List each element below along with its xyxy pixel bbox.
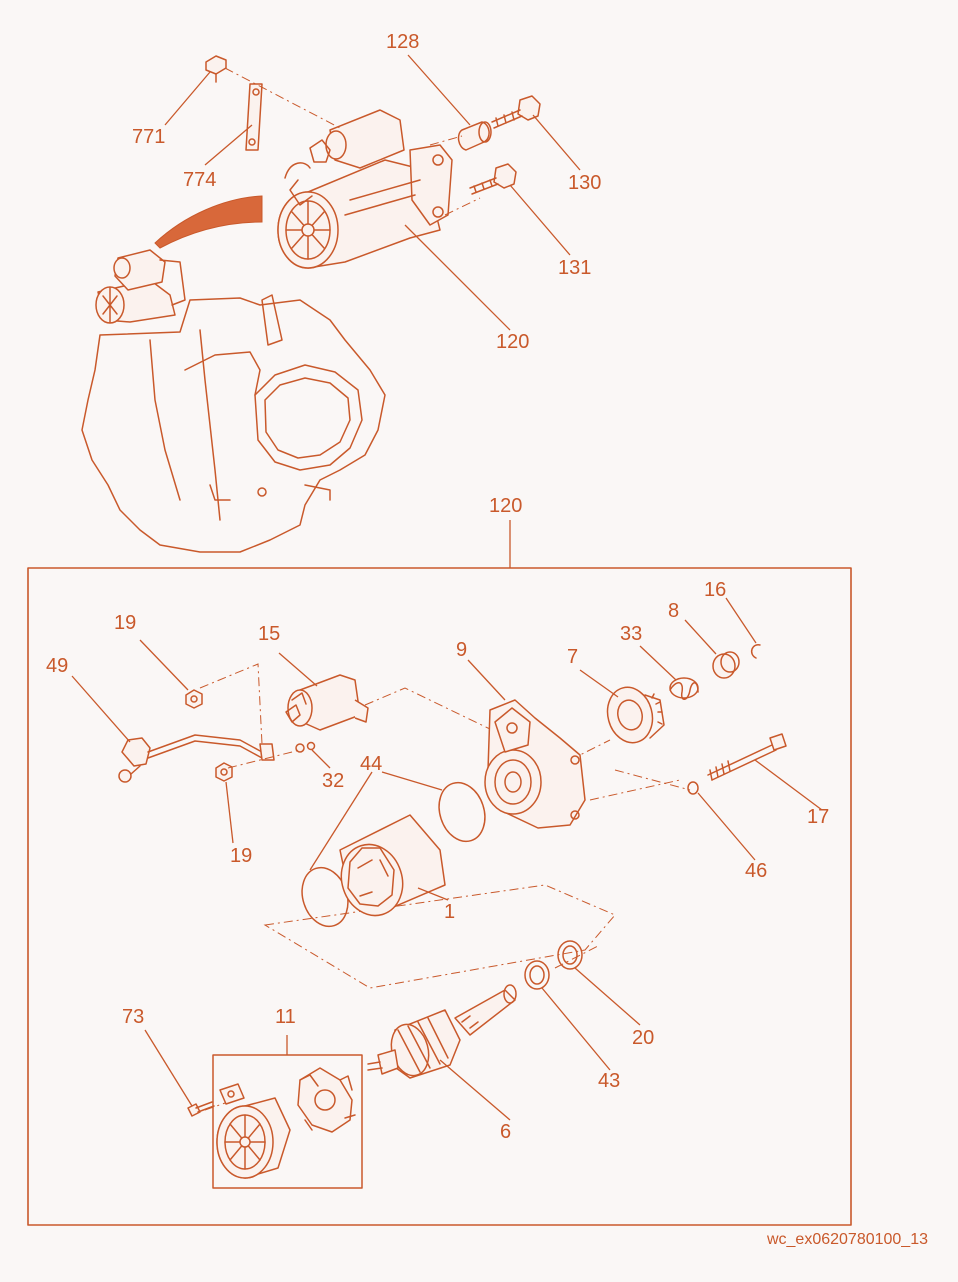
exploded-guide-lines xyxy=(199,663,691,1111)
armature-6 xyxy=(367,984,517,1079)
reference-code: wc_ex0620780100_13 xyxy=(766,1231,928,1248)
spring-33 xyxy=(669,677,699,700)
callout-44: 44 xyxy=(360,753,382,775)
callout-19-lower: 19 xyxy=(230,845,252,867)
bolt-17 xyxy=(707,733,787,781)
o-ring-46 xyxy=(687,781,699,795)
starter-motor-assembly xyxy=(277,109,453,269)
callout-7: 7 xyxy=(567,646,578,668)
small-starter-on-engine xyxy=(95,249,186,324)
callout-1: 1 xyxy=(444,901,455,923)
washer-32 xyxy=(295,741,316,753)
housing-9 xyxy=(484,699,586,829)
callout-32: 32 xyxy=(322,770,344,792)
callout-20: 20 xyxy=(632,1027,654,1049)
nuts-19 xyxy=(185,689,233,782)
enlargement-arrow xyxy=(154,195,263,249)
cable-49 xyxy=(118,734,275,783)
parts-128-130-131 xyxy=(457,95,541,195)
callout-11: 11 xyxy=(275,1006,296,1028)
callout-128: 128 xyxy=(386,31,419,53)
collar-8 xyxy=(712,651,740,679)
callout-19-upper: 19 xyxy=(114,612,136,634)
callout-774: 774 xyxy=(183,169,216,191)
callout-43: 43 xyxy=(598,1070,620,1092)
washers-20-43 xyxy=(524,940,583,990)
callout-33: 33 xyxy=(620,623,642,645)
exploded-leaders xyxy=(71,597,823,1121)
callout-130: 130 xyxy=(568,172,601,194)
callout-15: 15 xyxy=(258,623,280,645)
callout-73: 73 xyxy=(122,1006,144,1028)
clutch-7 xyxy=(606,686,665,744)
callout-9: 9 xyxy=(456,639,467,661)
callout-49: 49 xyxy=(46,655,68,677)
engine-outline xyxy=(81,294,386,553)
callout-771: 771 xyxy=(132,126,165,148)
screw-73 xyxy=(187,1101,215,1117)
exploded-view-frame xyxy=(27,567,852,1226)
parts-771-774 xyxy=(205,55,263,151)
callout-8: 8 xyxy=(668,600,679,622)
callout-6: 6 xyxy=(500,1121,511,1143)
callout-16: 16 xyxy=(704,579,726,601)
callout-46: 46 xyxy=(745,860,767,882)
solenoid-15 xyxy=(285,674,369,731)
callout-131: 131 xyxy=(558,257,591,279)
end-frame-11 xyxy=(216,1083,291,1179)
callout-120-top: 120 xyxy=(496,331,529,353)
clip-16 xyxy=(750,644,761,659)
yoke-1 xyxy=(339,814,446,917)
callout-120-box: 120 xyxy=(489,495,522,517)
top-leaders xyxy=(164,54,581,331)
brush-holder-11 xyxy=(297,1067,356,1133)
top-guide-lines xyxy=(224,67,481,216)
callout-17: 17 xyxy=(807,806,829,828)
